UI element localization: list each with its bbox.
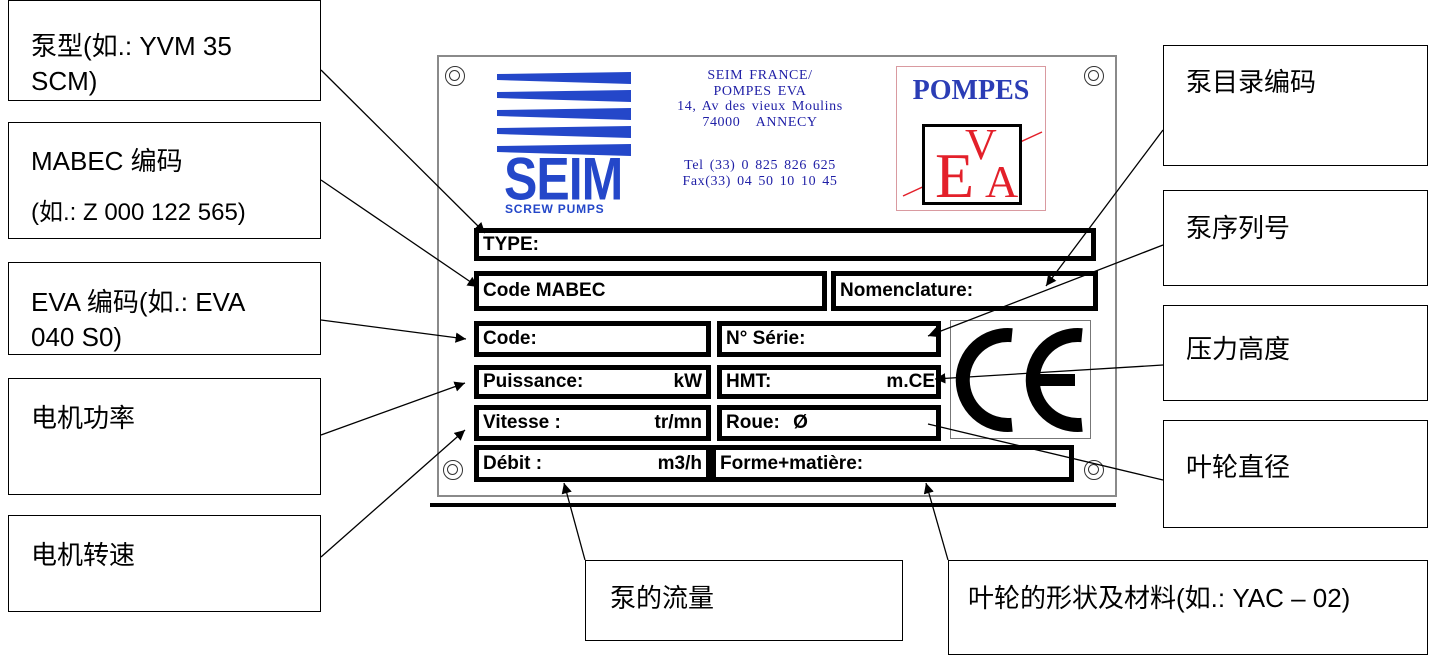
seim-stripe xyxy=(497,72,631,84)
field-type: TYPE: xyxy=(474,228,1096,261)
callout-motor-power-label: 电机功率 xyxy=(31,403,136,433)
field-nomenclature-label: Nomenclature: xyxy=(840,280,974,301)
callout-impeller-diameter: 叶轮直径 xyxy=(1163,420,1428,528)
eva-logo-letter-e: E xyxy=(935,140,975,211)
ce-mark-c xyxy=(955,328,1013,432)
field-flow-label: Débit : xyxy=(483,452,543,474)
field-head-label: HMT: xyxy=(726,371,772,392)
callout-pump-type-line-1: 泵型(如.: YVM 35 xyxy=(31,31,232,61)
field-nomenclature: Nomenclature: xyxy=(831,271,1098,311)
callout-mabec-code-line-1: MABEC 编码 xyxy=(31,146,183,176)
manufacturer-address: SEIM FRANCE/ POMPES EVA 14, Av des vieux… xyxy=(650,68,870,130)
field-power-unit: kW xyxy=(673,371,703,392)
ce-mark-icon xyxy=(955,328,1083,432)
ce-mark xyxy=(950,320,1091,439)
callout-motor-speed: 电机转速 xyxy=(8,515,321,612)
screw-icon xyxy=(1084,66,1104,86)
seim-logo-name: SEIM xyxy=(504,145,623,213)
screw-icon xyxy=(443,460,463,480)
callout-catalog-code-label: 泵目录编码 xyxy=(1186,67,1317,97)
callout-pressure-head-label: 压力高度 xyxy=(1186,334,1291,364)
callout-eva-code-line-1: EVA 编码(如.: EVA xyxy=(31,287,246,317)
field-code-label: Code: xyxy=(483,328,537,349)
manufacturer-contact: Tel (33) 0 825 826 625 Fax(33) 04 50 10 … xyxy=(650,158,870,189)
eva-logo-letter-v: V xyxy=(965,120,997,169)
field-impeller-diameter-label: Roue: Ø xyxy=(726,412,808,433)
address-line: POMPES EVA xyxy=(713,83,807,99)
seim-logo: SEIM SCREW PUMPS xyxy=(495,70,635,218)
field-type-label: TYPE: xyxy=(483,233,539,255)
field-shape-material-label: Forme+matière: xyxy=(720,452,864,474)
seim-logo-tagline: SCREW PUMPS xyxy=(505,202,605,216)
callout-impeller-diameter-label: 叶轮直径 xyxy=(1186,452,1291,482)
field-impeller-diameter: Roue: Ø xyxy=(717,405,941,441)
callout-eva-code-line-2: 040 S0) xyxy=(31,322,123,352)
eva-logo-letter-a: A xyxy=(985,156,1019,207)
seim-stripe xyxy=(497,108,631,120)
address-line: SEIM FRANCE/ xyxy=(707,68,813,83)
callout-mabec-code-line-2: (如.: Z 000 122 565) xyxy=(31,199,246,226)
seim-stripe xyxy=(497,126,631,138)
callout-serial-number: 泵序列号 xyxy=(1163,190,1428,286)
callout-catalog-code: 泵目录编码 xyxy=(1163,45,1428,166)
field-serial-number-label: N° Série: xyxy=(726,328,806,349)
callout-pressure-head: 压力高度 xyxy=(1163,305,1428,401)
callout-pump-type-line-2: SCM) xyxy=(31,66,98,96)
address-line: 14, Av des vieux Moulins xyxy=(677,99,843,114)
field-speed: Vitesse : tr/mn xyxy=(474,405,711,441)
callout-motor-speed-label: 电机转速 xyxy=(31,540,136,570)
callout-impeller-shape-material: 叶轮的形状及材料(如.: YAC – 02) xyxy=(948,560,1428,655)
callout-flow-rate: 泵的流量 xyxy=(585,560,903,641)
screw-icon xyxy=(1084,460,1104,480)
field-code-mabec: Code MABEC xyxy=(474,271,827,311)
callout-motor-power: 电机功率 xyxy=(8,378,321,495)
field-serial-number: N° Série: xyxy=(717,321,941,357)
seim-stripes-icon xyxy=(497,72,631,156)
callout-mabec-code: MABEC 编码 (如.: Z 000 122 565) xyxy=(8,122,321,239)
field-flow-unit: m3/h xyxy=(657,452,702,474)
nameplate-base-line xyxy=(430,503,1116,507)
callout-pump-type: 泵型(如.: YVM 35 SCM) xyxy=(8,0,321,101)
field-power-label: Puissance: xyxy=(483,371,584,392)
ce-mark-e-arc xyxy=(1025,328,1083,432)
seim-stripe xyxy=(497,90,631,102)
field-speed-label: Vitesse : xyxy=(483,412,561,433)
address-line: 74000 ANNECY xyxy=(702,114,818,130)
callout-impeller-shape-material-label: 叶轮的形状及材料(如.: YAC – 02) xyxy=(968,583,1351,613)
callout-serial-number-label: 泵序列号 xyxy=(1186,213,1291,243)
field-head: HMT: m.CE xyxy=(717,365,941,399)
screw-icon xyxy=(445,66,465,86)
pompes-logo-title: POMPES xyxy=(912,75,1030,106)
field-head-unit: m.CE xyxy=(886,371,935,392)
phone-line: Tel (33) 0 825 826 625 xyxy=(684,158,836,173)
field-shape-material: Forme+matière: xyxy=(711,445,1074,482)
seim-stripe xyxy=(497,144,631,156)
field-code: Code: xyxy=(474,321,711,357)
nameplate: SEIM SCREW PUMPS SEIM FRANCE/ POMPES EVA… xyxy=(437,55,1117,497)
fax-line: Fax(33) 04 50 10 10 45 xyxy=(682,173,838,189)
callout-eva-code: EVA 编码(如.: EVA 040 S0) xyxy=(8,262,321,355)
eva-logo-box: E V A xyxy=(922,120,1022,211)
field-power: Puissance: kW xyxy=(474,365,711,399)
callout-flow-rate-label: 泵的流量 xyxy=(610,583,715,613)
field-flow: Débit : m3/h xyxy=(474,445,711,482)
field-speed-unit: tr/mn xyxy=(654,412,703,433)
field-code-mabec-label: Code MABEC xyxy=(483,280,606,301)
pompes-eva-logo: POMPES E V A xyxy=(896,66,1046,211)
